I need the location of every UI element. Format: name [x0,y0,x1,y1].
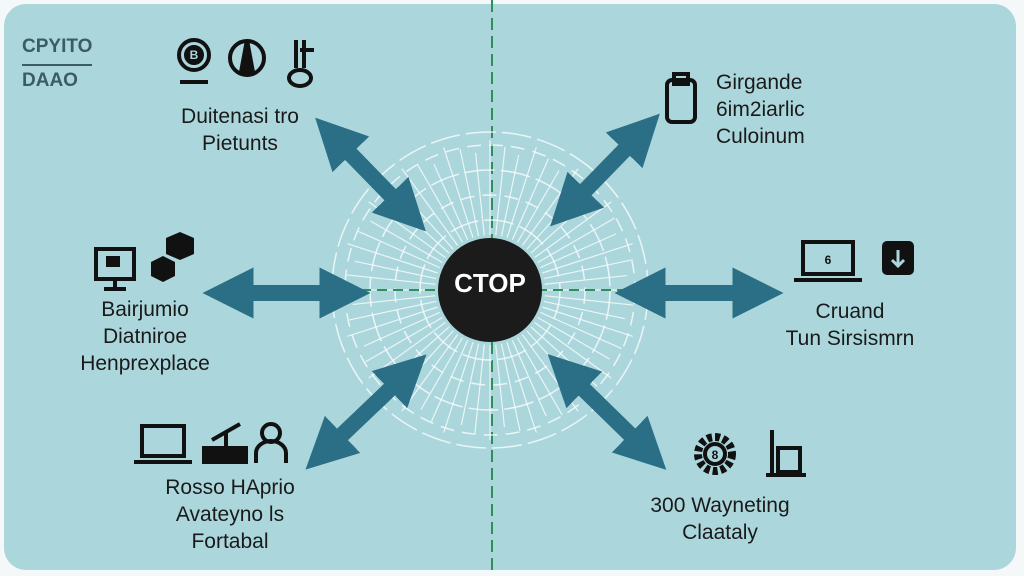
node-bottom-right: 300 Wayneting Claataly [630,492,810,546]
download-icon [882,241,914,275]
coin-gear-icon [177,38,211,84]
node-top-right: Girgande 6im2iarlic Culoinum [716,69,805,150]
device-icon [665,72,697,124]
node-text: Avateyno ls [175,503,285,526]
logo: CPYITO DAAO [22,32,93,96]
hexagon-icon [151,232,194,282]
laptop-icon [794,240,862,282]
node-left: Bairjumio Diatniroe Henprexplace [55,296,235,377]
node-text: Tun Sirsismrn [785,327,915,350]
arrow-top-right [550,113,660,227]
gear-icon [694,433,736,475]
node-text: Cruand [815,300,885,323]
node-text: Pietunts [202,132,278,155]
telescope-icon [202,422,248,464]
person-icon [254,422,288,463]
svg-text:8: 8 [712,448,719,462]
node-text: Culoinum [716,125,805,148]
node-top-left: Duitenasi tro Pietunts [150,103,330,157]
center-hub [438,238,542,342]
arrow-bottom-left [305,354,427,470]
node-text: 300 Wayneting [650,494,790,517]
arrow-bottom-right [547,354,667,470]
node-text: Diatniroe [102,325,188,348]
node-text: Fortabal [191,530,269,553]
node-text: Claataly [682,521,758,544]
node-text: Duitenasi tro [181,105,299,128]
node-text: 6im2iarlic [716,98,805,121]
arrow-top-left [315,117,426,232]
center-label: CTOP [454,268,526,298]
radial-network-pattern [331,131,649,449]
node-bottom-left: Rosso HAprio Avateyno ls Fortabal [140,474,320,555]
logo-line-1: CPYITO [22,32,93,66]
compass-icon [228,39,266,77]
node-text: Rosso HAprio [165,476,295,499]
machine-icon [766,430,806,477]
node-text: Girgande [716,71,803,94]
logo-line-2: DAAO [22,70,78,91]
laptop-icon [134,424,192,464]
node-text: Bairjumio [101,298,189,321]
node-right: Cruand Tun Sirsismrn [760,298,940,352]
lock-hook-icon [287,40,314,88]
monitor-icon [94,247,136,291]
svg-text:B: B [190,48,199,62]
svg-text:6: 6 [825,253,832,267]
node-text: Henprexplace [80,352,210,375]
